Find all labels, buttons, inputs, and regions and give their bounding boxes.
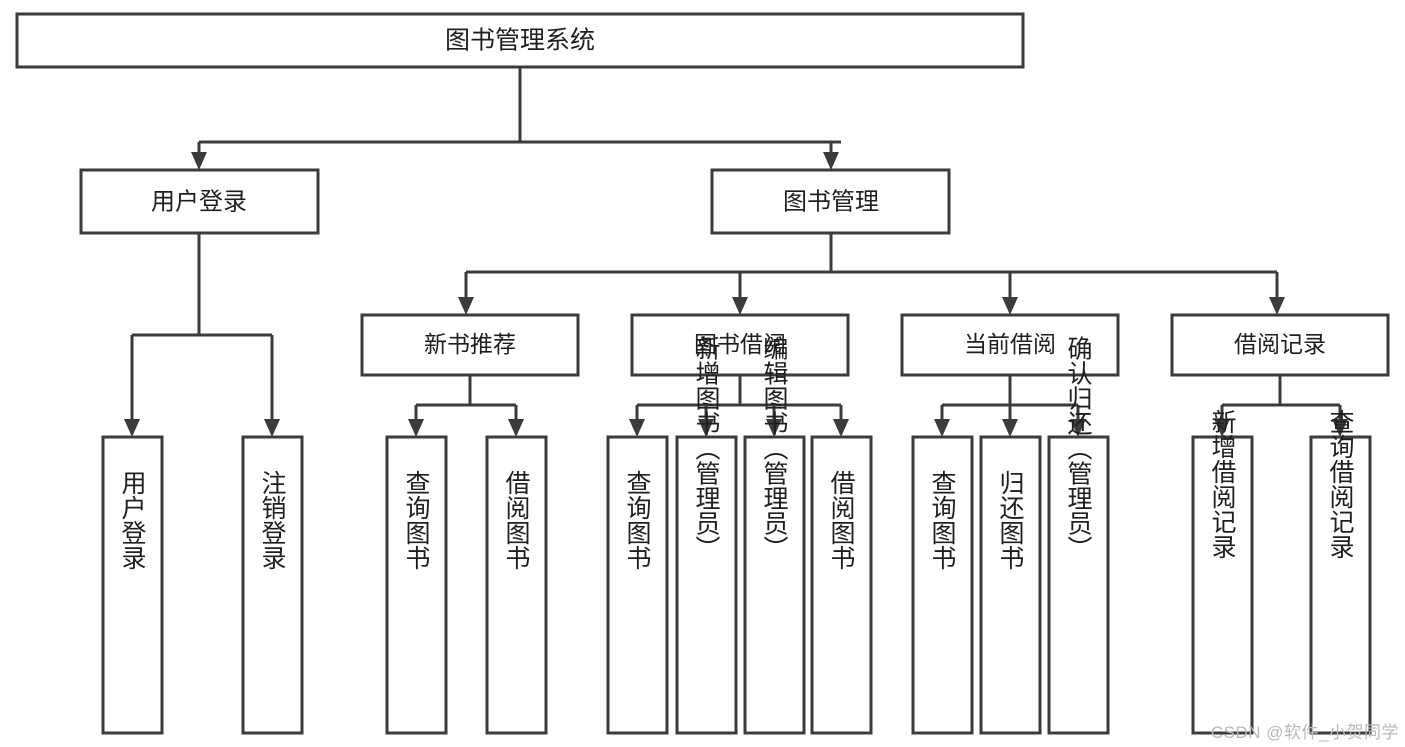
connector-borrow-record-to-leaves	[1214, 375, 1348, 437]
node-root-system-label: 图书管理系统	[445, 27, 595, 55]
connector-book-borrow-to-leaves	[629, 375, 849, 437]
leaf-book-borrow-2[interactable]: 编辑图书（管理员）	[743, 336, 806, 735]
connector-root-to-level1	[191, 67, 841, 170]
leaf-current-borrow-2[interactable]: 确认归还（管理员）	[1047, 336, 1110, 735]
leaf-book-borrow-3-label: 借阅图书	[827, 470, 856, 570]
connector-user-login-to-leaves	[124, 233, 280, 437]
node-book-manage-label: 图书管理	[783, 188, 879, 215]
leaf-book-borrow-0[interactable]: 查询图书	[606, 435, 669, 735]
connector-book-manage-to-level2	[458, 233, 1285, 315]
leaf-book-borrow-1[interactable]: 新增图书（管理员）	[675, 336, 738, 735]
leaf-new-book-0[interactable]: 查询图书	[385, 435, 448, 735]
leaf-book-borrow-1-label: 新增图书（管理员）	[692, 336, 721, 561]
leaf-user-login-1[interactable]: 注销登录	[241, 435, 304, 735]
node-user-login[interactable]: 用户登录	[79, 168, 320, 235]
leaf-book-borrow-3[interactable]: 借阅图书	[810, 435, 873, 735]
leaf-new-book-1[interactable]: 借阅图书	[485, 435, 548, 735]
leaf-current-borrow-1[interactable]: 归还图书	[979, 435, 1042, 735]
arrow-head-book-manage	[823, 152, 839, 170]
connector-new-book-to-leaves	[408, 375, 524, 437]
node-current-borrow-label: 当前借阅	[964, 331, 1056, 357]
node-new-book-recommend-label: 新书推荐	[424, 331, 516, 357]
node-current-borrow[interactable]: 当前借阅	[900, 313, 1120, 377]
leaf-current-borrow-0[interactable]: 查询图书	[911, 435, 974, 735]
leaf-current-borrow-1-label: 归还图书	[996, 470, 1025, 570]
arrow-head-user-login	[191, 152, 207, 170]
leaf-new-book-1-label: 借阅图书	[502, 470, 531, 570]
leaf-user-login-0-label: 用户登录	[118, 470, 147, 570]
node-new-book-recommend[interactable]: 新书推荐	[360, 313, 580, 377]
leaf-user-login-1-label: 注销登录	[258, 470, 287, 570]
node-borrow-record-label: 借阅记录	[1234, 331, 1326, 357]
leaf-borrow-record-1[interactable]: 查询借阅记录	[1309, 409, 1372, 735]
leaf-current-borrow-2-label: 确认归还（管理员）	[1064, 336, 1093, 561]
leaf-new-book-0-label: 查询图书	[402, 470, 431, 570]
leaf-user-login-0[interactable]: 用户登录	[101, 435, 164, 735]
node-borrow-record[interactable]: 借阅记录	[1170, 313, 1390, 377]
node-root-system[interactable]: 图书管理系统	[15, 12, 1025, 69]
node-book-borrow[interactable]: 图书借阅	[630, 313, 850, 377]
leaf-borrow-record-0[interactable]: 新增借阅记录	[1191, 409, 1254, 735]
node-book-borrow-label: 图书借阅	[694, 331, 786, 357]
leaf-borrow-record-1-label: 查询借阅记录	[1326, 409, 1355, 559]
connector-current-borrow-to-leaves	[934, 375, 1086, 437]
leaf-borrow-record-0-label: 新增借阅记录	[1208, 409, 1237, 559]
node-book-manage[interactable]: 图书管理	[710, 168, 951, 235]
leaf-book-borrow-2-label: 编辑图书（管理员）	[760, 336, 789, 561]
leaf-book-borrow-0-label: 查询图书	[623, 470, 652, 570]
node-user-login-label: 用户登录	[151, 188, 247, 215]
leaf-current-borrow-0-label: 查询图书	[928, 470, 957, 570]
